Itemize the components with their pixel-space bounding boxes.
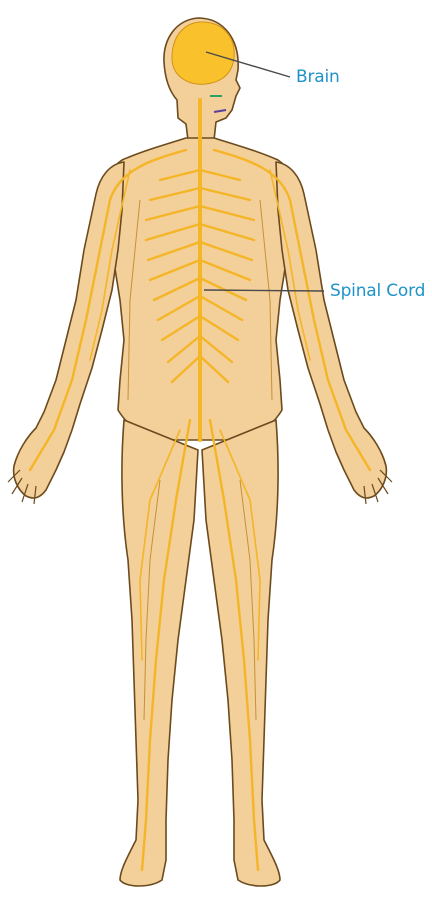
nerve-network [30,100,370,870]
spinal-cord-label: Spinal Cord [330,281,425,301]
brain [172,22,234,84]
spinal-cord-leader-line [204,290,324,291]
hands [8,470,392,504]
brain-label: Brain [296,67,340,87]
